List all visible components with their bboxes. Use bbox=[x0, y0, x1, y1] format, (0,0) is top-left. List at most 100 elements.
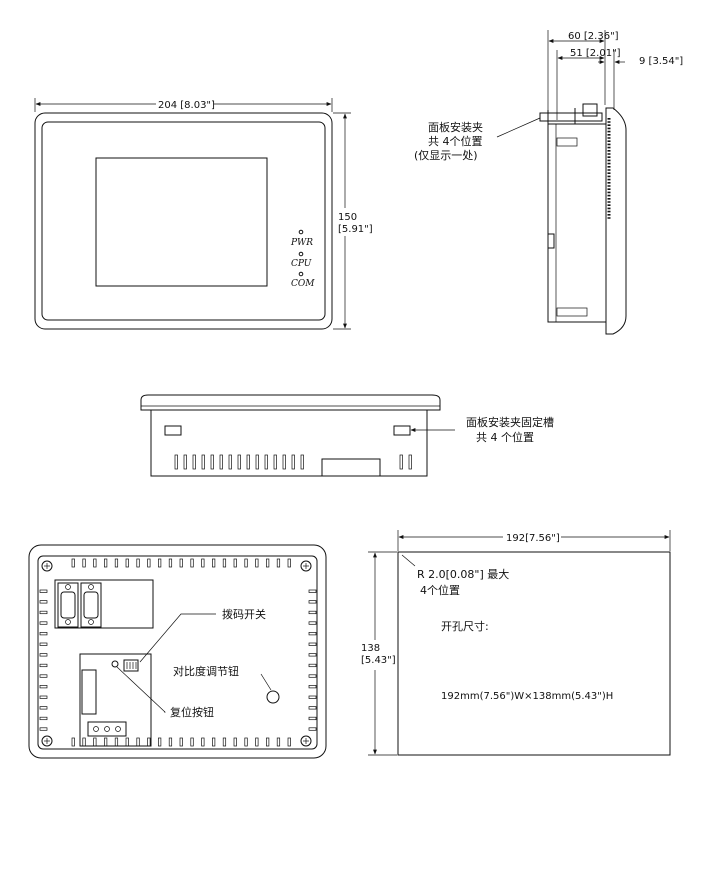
rear-vent-slot bbox=[158, 737, 162, 747]
rear-vent-slot bbox=[266, 737, 270, 747]
rear-vent-slot bbox=[114, 558, 119, 568]
rear-vent-slot bbox=[125, 558, 129, 568]
rear-vent-slot bbox=[104, 558, 108, 568]
rear-vent-slot bbox=[39, 610, 48, 615]
top-vent-slot bbox=[210, 454, 214, 470]
front-width-dim: 204 [8.03"] bbox=[158, 100, 215, 111]
side-clip-note-1: 面板安装夹 bbox=[428, 120, 483, 134]
rear-vent-slot bbox=[287, 558, 291, 568]
rear-vent-slot bbox=[39, 674, 48, 678]
rear-vent-slot bbox=[179, 737, 183, 747]
top-vent-slot bbox=[408, 454, 412, 470]
reset-button-label: 复位按钮 bbox=[170, 705, 214, 719]
rear-vent-slot bbox=[168, 737, 173, 747]
rear-vent-slot bbox=[222, 558, 227, 568]
rear-vent-slot bbox=[287, 737, 291, 747]
led-pwr-label: PWR bbox=[290, 238, 313, 248]
rear-vent-slot bbox=[39, 589, 48, 593]
rear-vent-slot bbox=[308, 674, 317, 678]
rear-bezel-outer bbox=[28, 544, 327, 759]
rear-vent-slot bbox=[266, 558, 270, 568]
top-vent-slot bbox=[291, 454, 295, 470]
cutout-height-dim-1: 138 bbox=[361, 643, 380, 654]
top-slot-note-1: 面板安装夹固定槽 bbox=[466, 415, 554, 429]
dip-switch-label: 拨码开关 bbox=[222, 607, 266, 621]
cutout-size-label: 开孔尺寸: bbox=[441, 619, 489, 633]
rear-vent-slot bbox=[255, 558, 259, 568]
rear-vent-slot bbox=[308, 685, 317, 689]
top-clip-slot-left bbox=[164, 425, 182, 436]
top-vent-slot bbox=[255, 454, 259, 470]
rear-vent-slot bbox=[136, 558, 140, 568]
rear-vent-slot bbox=[308, 695, 317, 699]
rear-vent-slot bbox=[233, 737, 237, 747]
rear-vent-slot bbox=[39, 685, 48, 689]
top-vent-slot bbox=[219, 454, 223, 470]
side-dim-60: 60 [2.36"] bbox=[568, 31, 619, 42]
top-clip-slot-right bbox=[393, 425, 411, 436]
top-vent-slot bbox=[192, 454, 196, 470]
top-vent-slot bbox=[246, 454, 250, 470]
contrast-knob-leader bbox=[260, 673, 272, 691]
led-com-label: COM bbox=[291, 279, 315, 289]
rear-vent-slot bbox=[276, 558, 281, 568]
rear-vent-slot bbox=[39, 706, 48, 710]
cutout-view: 192[7.56"] 138 [5.43"] R 2.0[0.08"] 最大 4… bbox=[361, 530, 671, 756]
rear-vent-slot bbox=[39, 621, 48, 625]
top-vent-slot bbox=[300, 454, 304, 470]
top-vent-slot bbox=[273, 454, 277, 470]
top-vent-slot bbox=[264, 454, 268, 470]
rear-port-area bbox=[54, 579, 154, 629]
rear-vent-slot bbox=[114, 737, 119, 747]
contrast-knob-label: 对比度调节钮 bbox=[173, 664, 239, 678]
cutout-height-dim-2: [5.43"] bbox=[361, 655, 396, 666]
contrast-knob-icon bbox=[266, 690, 280, 704]
rear-vent-slot bbox=[190, 737, 194, 747]
rear-vent-slot bbox=[308, 663, 317, 668]
rear-vent-slot bbox=[308, 589, 317, 593]
rear-vent-slot bbox=[308, 600, 317, 604]
rear-vent-slot bbox=[308, 716, 317, 721]
rear-vent-slot bbox=[179, 558, 183, 568]
rear-vent-slots bbox=[39, 558, 317, 747]
rear-vent-slot bbox=[82, 737, 86, 747]
rear-vent-slot bbox=[39, 653, 48, 657]
front-screen bbox=[95, 157, 268, 287]
rear-vent-slot bbox=[212, 737, 216, 747]
rear-vent-slot bbox=[308, 727, 317, 731]
rear-vent-slot bbox=[39, 642, 48, 646]
led-cpu-icon bbox=[298, 251, 304, 257]
rear-panel bbox=[37, 555, 318, 750]
rear-vent-slot bbox=[308, 706, 317, 710]
top-vent-slot bbox=[282, 454, 286, 470]
top-vent-slot bbox=[183, 454, 187, 470]
top-view: 面板安装夹固定槽 共 4 个位置 bbox=[140, 394, 554, 477]
top-vent-slot bbox=[399, 454, 403, 470]
rear-vent-slot bbox=[93, 558, 97, 568]
rear-vent-slot bbox=[158, 558, 162, 568]
led-cpu-label: CPU bbox=[291, 259, 312, 269]
rear-vent-slot bbox=[308, 610, 317, 615]
top-vent-slot bbox=[174, 454, 178, 470]
side-clip-leader bbox=[496, 117, 541, 138]
top-vent-slot bbox=[237, 454, 241, 470]
side-housing bbox=[547, 123, 607, 323]
rear-vent-slot bbox=[39, 632, 48, 636]
dip-switch-icon bbox=[123, 659, 139, 672]
top-vent-slot bbox=[228, 454, 232, 470]
rear-vent-slot bbox=[71, 558, 75, 568]
rear-vent-slot bbox=[201, 737, 205, 747]
cutout-size-value: 192mm(7.56")W×138mm(5.43")H bbox=[441, 691, 613, 702]
cutout-outline bbox=[397, 551, 671, 756]
side-clip-note-2: 共 4个位置 bbox=[428, 134, 483, 148]
rear-vent-slot bbox=[39, 663, 48, 668]
front-view: PWR CPU COM 204 [8.03"] 150 [5.91"] bbox=[34, 98, 373, 330]
rear-vent-slot bbox=[147, 558, 151, 568]
rear-board-area bbox=[79, 653, 152, 747]
top-connector bbox=[321, 458, 381, 477]
rear-vent-slot bbox=[308, 632, 317, 636]
top-bezel bbox=[140, 394, 441, 411]
front-height-dim-1: 150 bbox=[338, 212, 357, 223]
reset-button-leader bbox=[116, 666, 166, 713]
